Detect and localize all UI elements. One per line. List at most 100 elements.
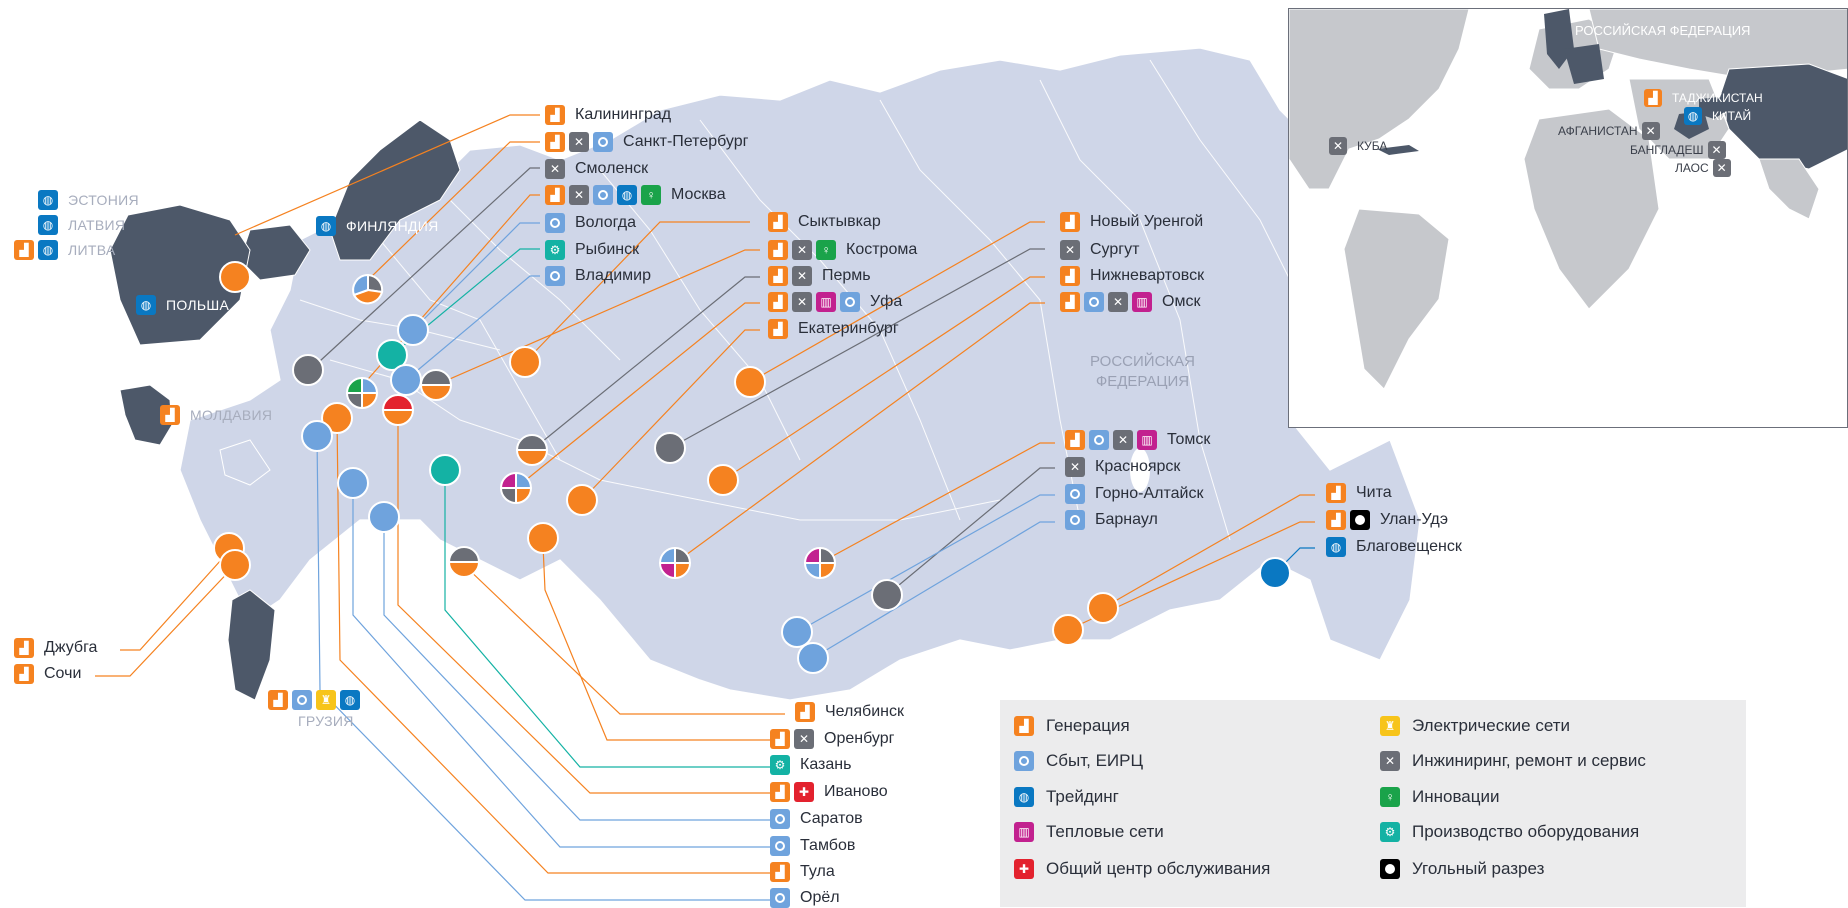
legend-coal: Угольный разрез xyxy=(1380,859,1544,879)
city-chelyabinsk: ▟ Челябинск xyxy=(795,702,904,722)
lake-baikal xyxy=(1130,448,1150,492)
generation-icon: ▟ xyxy=(1014,716,1034,736)
africa-shape xyxy=(1523,108,1660,310)
sales-icon xyxy=(593,185,613,205)
trading-icon: ◍ xyxy=(1326,537,1346,557)
line-nurengoy xyxy=(749,221,1045,383)
city-gorno-altaysk: Горно-Алтайск xyxy=(1065,484,1203,504)
sales-icon xyxy=(1065,510,1085,530)
line-rybinsk xyxy=(391,248,540,356)
marker-krasnoyarsk xyxy=(871,579,903,611)
line-saratov xyxy=(383,517,770,821)
generation-icon: ▟ xyxy=(14,638,34,658)
city-vladimir: Владимир xyxy=(545,266,651,286)
line-chelyabinsk xyxy=(463,564,785,715)
marker-moscow xyxy=(345,376,379,410)
generation-icon: ▟ xyxy=(1060,266,1080,286)
marker-orenburg xyxy=(527,522,559,554)
russia-landmass xyxy=(179,47,1421,701)
production-icon: ⚙ xyxy=(770,755,790,775)
shared-center-icon: ✚ xyxy=(794,782,814,802)
line-ulanude xyxy=(1067,521,1315,631)
marker-kazan xyxy=(429,454,461,486)
inset-label-cuba: ✕ КУБА xyxy=(1329,137,1387,155)
city-smolensk: ✕ Смоленск xyxy=(545,159,648,179)
line-chita xyxy=(1102,494,1315,609)
legend-sales: Сбыт, ЕИРЦ xyxy=(1014,751,1143,771)
cuba-shape xyxy=(1377,145,1419,155)
city-moscow: ▟ ✕ ◍ ♀ Москва xyxy=(545,185,726,205)
trading-icon: ◍ xyxy=(340,690,360,710)
south-america-shape xyxy=(1343,208,1450,390)
marker-sochi xyxy=(219,549,251,581)
generation-icon: ▟ xyxy=(770,782,790,802)
engineering-icon: ✕ xyxy=(1712,159,1731,177)
generation-icon: ▟ xyxy=(1065,430,1085,450)
sea-asia-shape xyxy=(1758,158,1820,220)
marker-ivanovo2 xyxy=(381,394,415,426)
trading-icon: ◍ xyxy=(1014,787,1034,807)
city-tambov: Тамбов xyxy=(770,836,855,856)
line-kaliningrad xyxy=(234,114,540,236)
trading-icon: ◍ xyxy=(136,295,156,315)
innovation-icon: ♀ xyxy=(816,240,836,260)
label-moldova: ▟ МОЛДАВИЯ xyxy=(160,405,272,425)
engineering-icon: ✕ xyxy=(792,266,812,286)
russia-label: РОССИЙСКАЯ ФЕДЕРАЦИЯ xyxy=(1090,353,1195,390)
innovation-icon: ♀ xyxy=(1380,787,1400,807)
line-vologda xyxy=(412,222,540,331)
city-orel: Орёл xyxy=(770,888,840,908)
city-orenburg: ▟ ✕ Оренбург xyxy=(770,729,894,749)
engineering-icon: ✕ xyxy=(1108,292,1128,312)
line-surgut xyxy=(669,248,1045,449)
marker-chelyabinsk xyxy=(447,546,481,578)
generation-icon: ▟ xyxy=(1060,212,1080,232)
city-ekaterinburg: ▟ Екатеринбург xyxy=(768,319,899,339)
trading-icon: ◍ xyxy=(38,190,58,210)
marker-vladimir xyxy=(390,364,422,396)
city-tomsk: ▟ ✕ ▥ Томск xyxy=(1065,430,1210,450)
engineering-icon: ✕ xyxy=(1329,137,1347,155)
sales-icon xyxy=(1084,292,1104,312)
grids-icon: ♜ xyxy=(316,690,336,710)
line-barnaul xyxy=(812,521,1055,659)
inset-label-laos: ЛАОС ✕ xyxy=(1669,159,1731,177)
city-kazan: ⚙ Казань xyxy=(770,755,851,775)
generation-icon: ▟ xyxy=(768,266,788,286)
marker-blag xyxy=(1259,557,1291,589)
city-spb: ▟ ✕ Санкт-Петербург xyxy=(545,132,748,152)
sales-icon xyxy=(770,836,790,856)
city-perm: ▟ ✕ Пермь xyxy=(768,266,871,286)
heat-icon: ▥ xyxy=(816,292,836,312)
legend-panel: ▟ Генерация Сбыт, ЕИРЦ ◍ Трейдинг ▥ Тепл… xyxy=(1000,700,1746,907)
sales-icon xyxy=(840,292,860,312)
line-dzhubga xyxy=(120,549,231,651)
sales-icon xyxy=(1065,484,1085,504)
engineering-icon: ✕ xyxy=(1707,141,1726,159)
generation-icon: ▟ xyxy=(1326,483,1346,503)
label-georgia: ▟ ♜ ◍ xyxy=(268,690,360,710)
marker-saratov xyxy=(368,501,400,533)
generation-icon: ▟ xyxy=(545,185,565,205)
city-syktyvkar: ▟ Сыктывкар xyxy=(768,212,881,232)
generation-icon: ▟ xyxy=(1644,89,1662,107)
engineering-icon: ✕ xyxy=(569,132,589,152)
production-icon: ⚙ xyxy=(545,240,565,260)
sales-icon xyxy=(593,132,613,152)
sales-icon xyxy=(1089,430,1109,450)
generation-icon: ▟ xyxy=(768,292,788,312)
label-estonia: ◍ ЭСТОНИЯ xyxy=(38,190,139,210)
marker-ivanovo xyxy=(419,369,453,401)
line-kazan xyxy=(444,465,770,768)
shared-center-icon: ✚ xyxy=(1014,859,1034,879)
trading-icon: ◍ xyxy=(38,215,58,235)
inset-label-afghanistan: АФГАНИСТАН ✕ xyxy=(1552,122,1660,140)
marker-rybinsk xyxy=(376,339,408,371)
city-krasnoyarsk: ✕ Красноярск xyxy=(1065,457,1180,477)
inset-svg xyxy=(1289,9,1847,390)
russia-inset-shape xyxy=(1588,9,1847,80)
legend-generation: ▟ Генерация xyxy=(1014,716,1130,736)
city-ivanovo: ▟ ✚ Иваново xyxy=(770,782,888,802)
